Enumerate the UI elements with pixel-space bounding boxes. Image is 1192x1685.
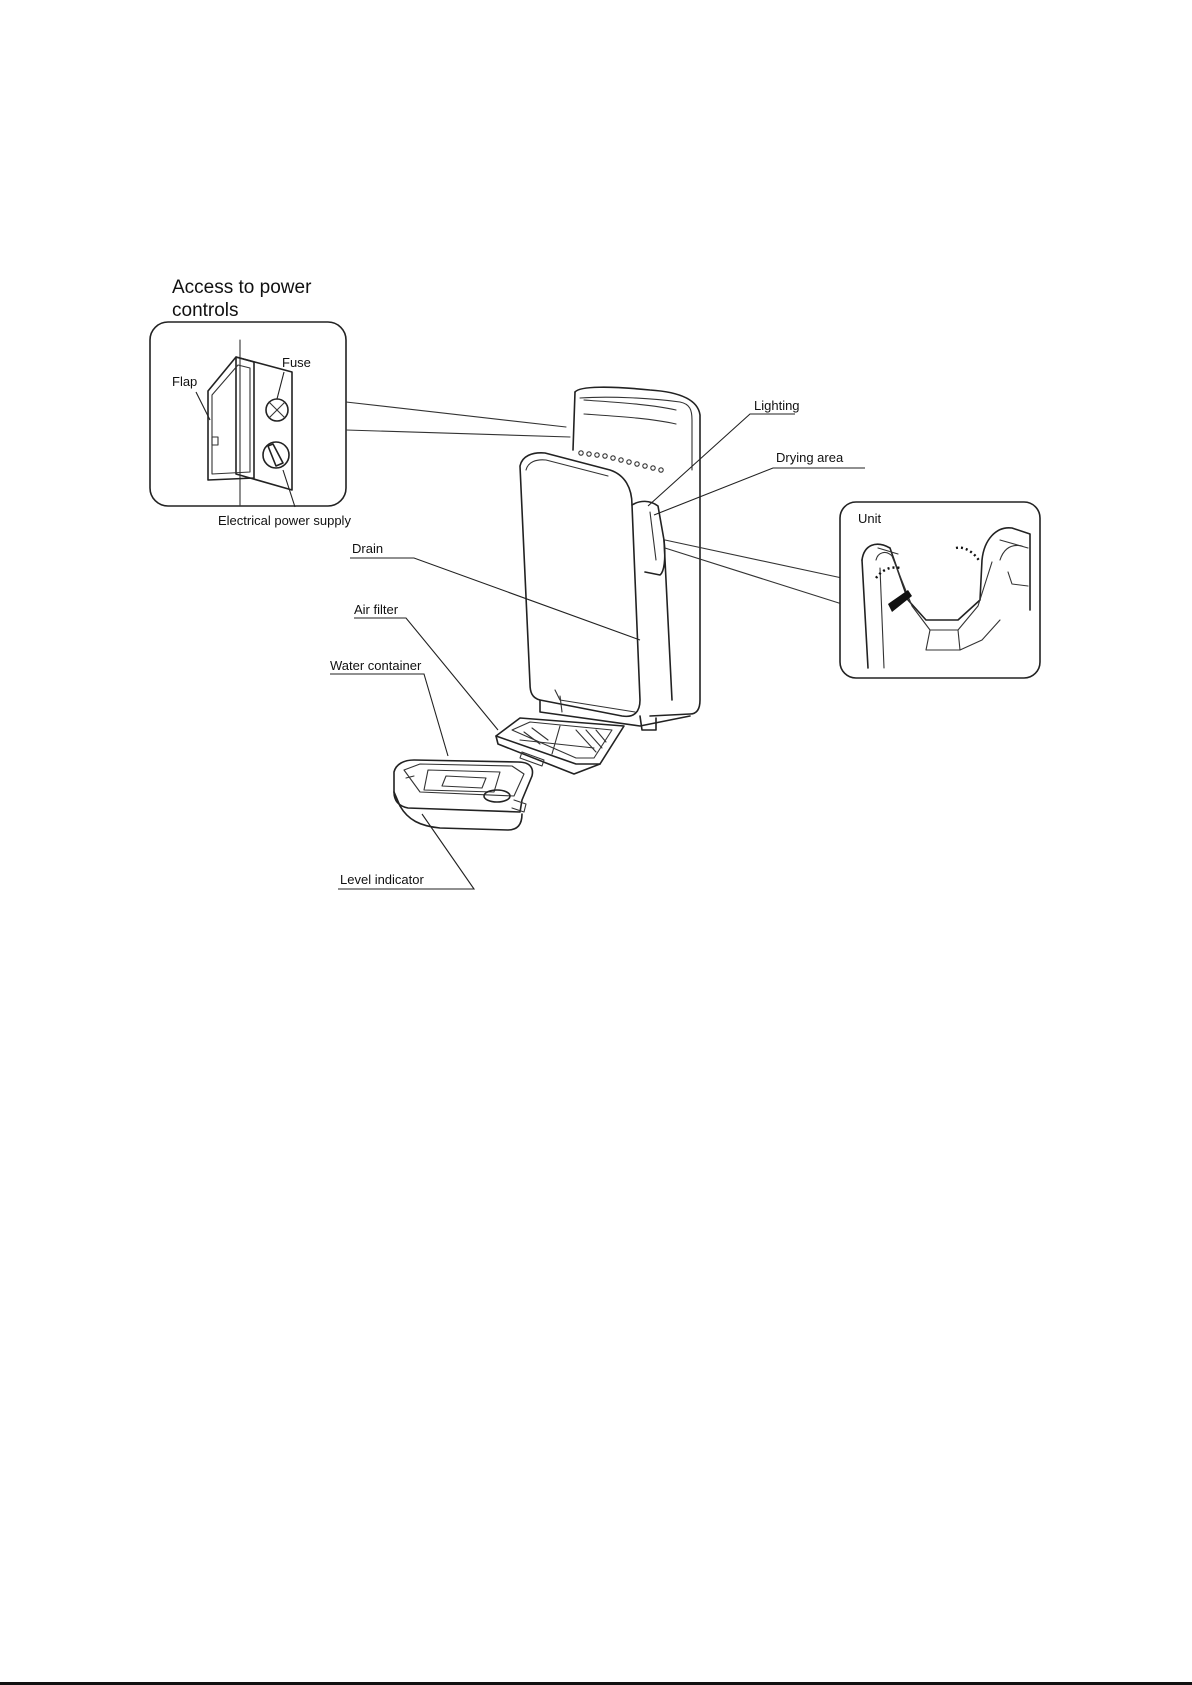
hand-dryer-unit <box>520 387 700 730</box>
drying-area-leader <box>654 468 865 515</box>
label-unit: Unit <box>858 511 882 526</box>
label-flap: Flap <box>172 374 197 389</box>
label-fuse: Fuse <box>282 355 311 370</box>
label-level-indicator: Level indicator <box>340 872 424 887</box>
unit-connector-bottom <box>665 548 842 604</box>
callout-connector-bottom <box>346 430 570 437</box>
water-container-leader <box>330 674 448 756</box>
front-panel <box>520 453 640 717</box>
unit-connector-top <box>665 540 842 578</box>
label-drain: Drain <box>352 541 383 556</box>
label-air-filter: Air filter <box>354 602 399 617</box>
unit-callout <box>665 502 1040 678</box>
heading-line-2: controls <box>172 300 239 321</box>
heading-line-1: Access to power <box>172 277 312 298</box>
callout-connector-top <box>346 402 566 427</box>
label-lighting: Lighting <box>754 398 800 413</box>
label-water-container: Water container <box>330 658 422 673</box>
lighting-leader <box>648 414 795 506</box>
power-controls-callout <box>150 322 570 507</box>
label-drying-area: Drying area <box>776 450 844 465</box>
water-container <box>394 760 532 830</box>
label-electrical-power-supply: Electrical power supply <box>218 513 351 528</box>
